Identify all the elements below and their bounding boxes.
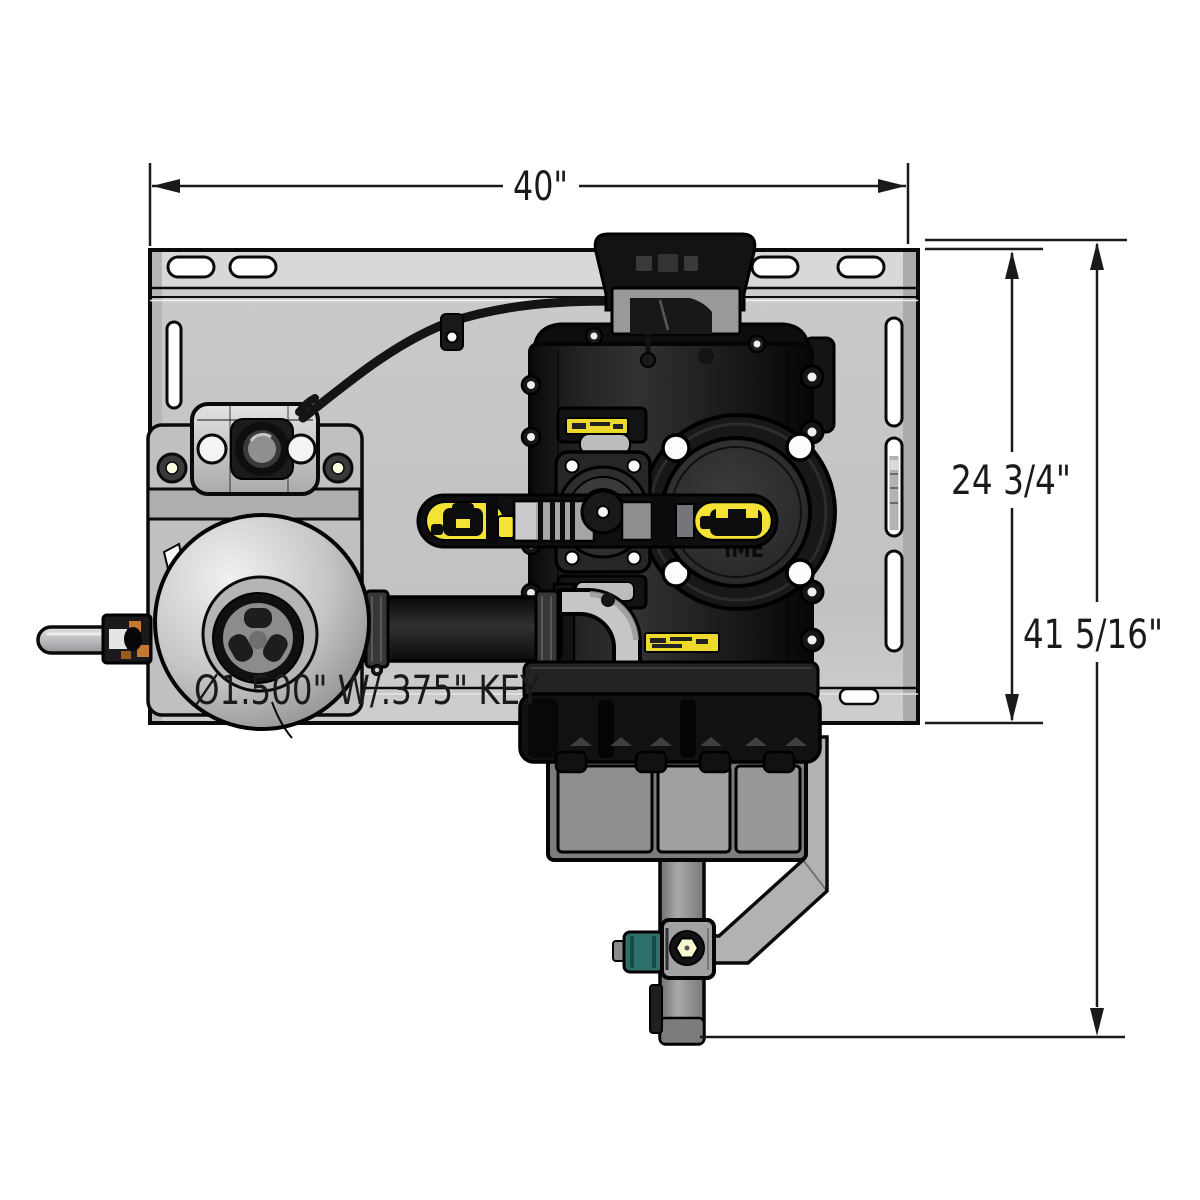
dimension-width-40: 40" bbox=[148, 163, 910, 246]
plate-slot-holes bbox=[165, 255, 904, 707]
drum-edge-bolts bbox=[520, 326, 825, 653]
pipe-clamp-assembly bbox=[612, 918, 716, 980]
box-panel bbox=[556, 764, 654, 854]
dimension-height-41-5-16: 41 5/16" bbox=[700, 238, 1163, 1039]
box-panel bbox=[734, 764, 802, 854]
shaft-spec-label: Ø1.500" W/.375" KEY bbox=[194, 668, 540, 714]
valve-bolt-left bbox=[196, 433, 228, 465]
control-handle bbox=[416, 489, 779, 549]
plate-right-edge-shading bbox=[903, 252, 916, 721]
dim-width-label: 40" bbox=[513, 164, 568, 210]
dimension-height-24-3-4: 24 3/4" bbox=[925, 247, 1071, 725]
disc-bolt bbox=[661, 433, 691, 463]
lock-ring bbox=[518, 660, 822, 774]
dim-height-overall-label: 41 5/16" bbox=[1023, 612, 1163, 658]
junction-box bbox=[546, 754, 808, 862]
hose-clamp-right bbox=[534, 589, 560, 669]
top-clamp-bracket bbox=[593, 232, 757, 368]
ring-highlights bbox=[570, 737, 807, 746]
box-panel bbox=[656, 764, 732, 854]
motor-shaft bbox=[36, 613, 153, 665]
solenoid-valve-box bbox=[190, 402, 320, 496]
ring-body bbox=[518, 692, 822, 764]
elbow-bolt-hole bbox=[601, 593, 615, 607]
pipe-end bbox=[658, 1016, 706, 1046]
valve-bolt-right bbox=[285, 433, 317, 465]
valve-port bbox=[248, 435, 276, 463]
motor-dome bbox=[153, 513, 371, 739]
discharge-hose bbox=[343, 582, 642, 676]
cable-routing bbox=[295, 296, 619, 423]
disc-bolt bbox=[785, 432, 815, 462]
disc-bolt bbox=[785, 558, 815, 588]
disc-bolt bbox=[661, 558, 691, 588]
clamp-latch bbox=[630, 298, 712, 334]
dim-height-upper-label: 24 3/4" bbox=[951, 458, 1071, 504]
ring-tabs bbox=[554, 750, 796, 774]
